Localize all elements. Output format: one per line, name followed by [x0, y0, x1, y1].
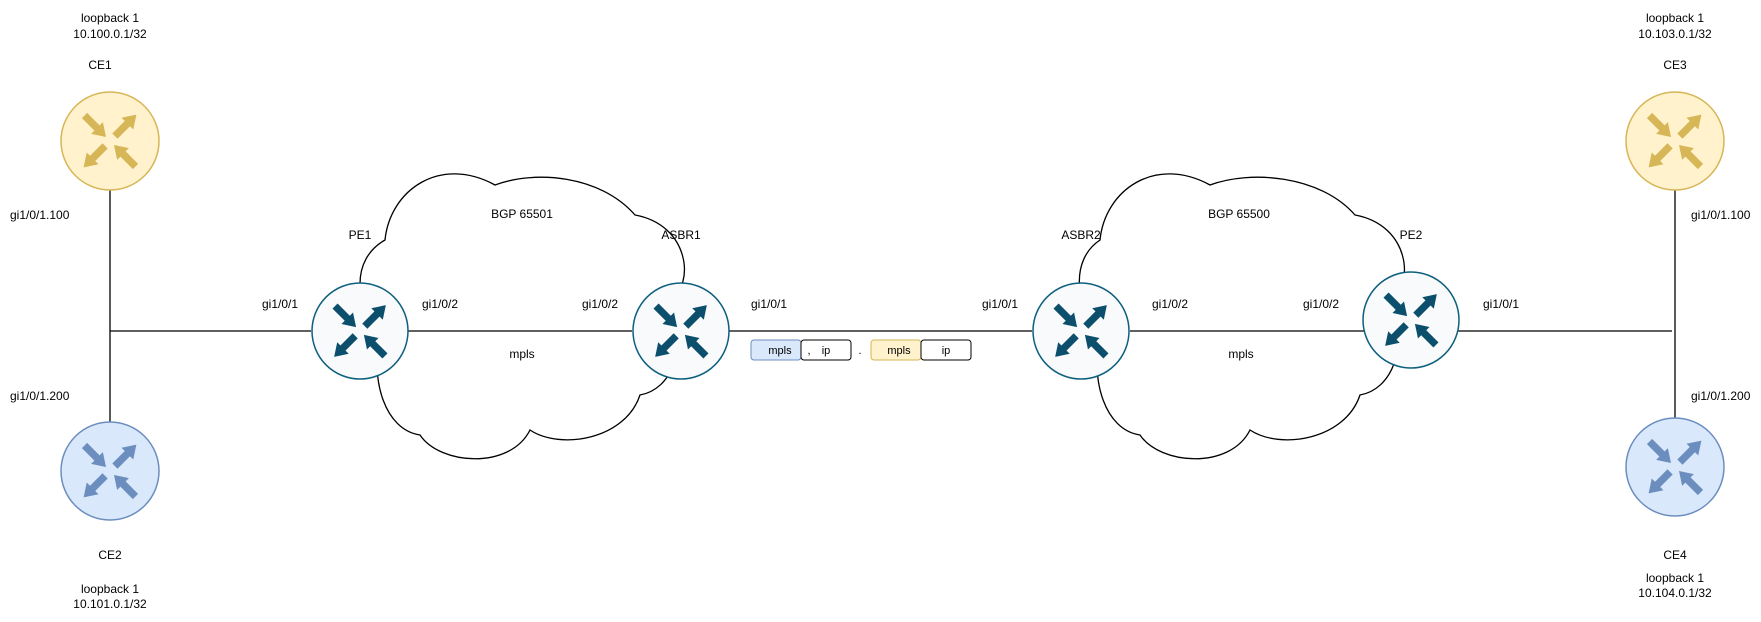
- router-body: [60, 421, 160, 521]
- pe2-router-icon[interactable]: [1362, 271, 1460, 369]
- asbr1-gi1-label: gi1/0/1: [751, 297, 787, 311]
- arrow-out-bottom-left-icon: [1648, 469, 1673, 494]
- asbr2-gi2-label: gi1/0/2: [1152, 297, 1188, 311]
- ce3-name-label: CE3: [1663, 58, 1687, 72]
- pe1-name-label: PE1: [349, 228, 372, 242]
- arrow-in-top-left-icon: [1383, 292, 1408, 317]
- arrow-in-bottom-right-icon: [684, 334, 709, 359]
- ce3-loopback-label: loopback 1: [1646, 11, 1704, 25]
- router-body: [60, 91, 160, 191]
- ce1-name-label: CE1: [88, 58, 112, 72]
- router-body: [1625, 91, 1725, 191]
- ce2-interface-label: gi1/0/1.200: [10, 389, 70, 403]
- ce3-interface-label: gi1/0/1.100: [1691, 208, 1751, 222]
- ce3-address-label: 10.103.0.1/32: [1638, 27, 1712, 41]
- label-chip-mpls-2-text: mpls: [887, 345, 911, 357]
- pe2-gi2-label: gi1/0/2: [1303, 297, 1339, 311]
- arrow-in-bottom-right-icon: [1678, 470, 1704, 496]
- ce1-loopback-label: loopback 1: [81, 11, 139, 25]
- router-body: [632, 282, 730, 380]
- asbr1-gi2-label: gi1/0/2: [582, 297, 618, 311]
- arrow-out-bottom-left-icon: [1648, 143, 1673, 168]
- arrow-out-bottom-left-icon: [1385, 322, 1409, 346]
- pe1-gi1-label: gi1/0/1: [262, 297, 298, 311]
- ce3-router-icon[interactable]: [1625, 91, 1725, 191]
- arrow-out-bottom-left-icon: [83, 143, 108, 168]
- arrow-in-top-left-icon: [653, 303, 678, 328]
- arrow-in-top-left-icon: [1646, 112, 1672, 138]
- arrow-in-top-left-icon: [332, 303, 357, 328]
- arrow-in-top-left-icon: [81, 442, 107, 468]
- label-chip-ip-2: [920, 339, 972, 361]
- router-body: [1362, 271, 1460, 369]
- ce1-address-label: 10.100.0.1/32: [73, 27, 147, 41]
- arrow-in-bottom-right-icon: [1084, 334, 1109, 359]
- arrow-in-top-left-icon: [1053, 303, 1078, 328]
- arrow-in-top-left-icon: [1646, 438, 1672, 464]
- label-chip-ip-1: [800, 339, 852, 361]
- arrow-out-bottom-left-icon: [655, 333, 679, 357]
- arrow-out-bottom-left-icon: [83, 473, 108, 498]
- ce4-name-label: CE4: [1663, 548, 1687, 562]
- ce4-loopback-label: loopback 1: [1646, 571, 1704, 585]
- ce2-address-label: 10.101.0.1/32: [73, 597, 147, 611]
- arrow-in-bottom-right-icon: [1414, 323, 1439, 348]
- arrow-out-top-right-icon: [683, 305, 707, 329]
- ce2-loopback-label: loopback 1: [81, 582, 139, 596]
- label-chip-between: .: [858, 345, 861, 357]
- arrow-out-top-right-icon: [112, 444, 137, 469]
- ce4-interface-label: gi1/0/1.200: [1691, 389, 1751, 403]
- right-cloud-bgp-label: BGP 65500: [1208, 207, 1270, 221]
- arrow-out-top-right-icon: [112, 114, 137, 139]
- arrow-out-top-right-icon: [1677, 440, 1702, 465]
- router-body: [1032, 282, 1130, 380]
- asbr2-router-icon[interactable]: [1032, 282, 1130, 380]
- arrow-out-bottom-left-icon: [1055, 333, 1079, 357]
- arrow-in-bottom-right-icon: [113, 474, 139, 500]
- asbr2-gi1-label: gi1/0/1: [982, 297, 1018, 311]
- pe2-name-label: PE2: [1400, 228, 1423, 242]
- arrow-in-bottom-right-icon: [113, 144, 139, 170]
- arrow-out-top-right-icon: [1413, 294, 1437, 318]
- arrow-in-bottom-right-icon: [1678, 144, 1704, 170]
- arrow-in-top-left-icon: [81, 112, 107, 138]
- asbr2-name-label: ASBR2: [1061, 228, 1101, 242]
- asbr1-name-label: ASBR1: [661, 228, 701, 242]
- pe1-gi2-label: gi1/0/2: [422, 297, 458, 311]
- label-chip-separator: ,: [807, 345, 810, 357]
- label-chip-mpls-1-text: mpls: [768, 345, 792, 357]
- pe1-router-icon[interactable]: [311, 282, 409, 380]
- arrow-out-top-right-icon: [1083, 305, 1107, 329]
- arrow-out-top-right-icon: [362, 305, 386, 329]
- asbr1-router-icon[interactable]: [632, 282, 730, 380]
- ce1-router-icon[interactable]: [60, 91, 160, 191]
- right-cloud-mpls-label: mpls: [1228, 347, 1253, 361]
- arrow-in-bottom-right-icon: [363, 334, 388, 359]
- arrow-out-top-right-icon: [1677, 114, 1702, 139]
- router-body: [311, 282, 409, 380]
- ce2-name-label: CE2: [98, 548, 122, 562]
- label-chip-ip-2-text: ip: [942, 345, 951, 357]
- ce2-router-icon[interactable]: [60, 421, 160, 521]
- arrow-out-bottom-left-icon: [334, 333, 358, 357]
- left-cloud-mpls-label: mpls: [509, 347, 534, 361]
- router-body: [1625, 417, 1725, 517]
- ce1-interface-label: gi1/0/1.100: [10, 208, 70, 222]
- ce4-router-icon[interactable]: [1625, 417, 1725, 517]
- ce4-address-label: 10.104.0.1/32: [1638, 586, 1712, 600]
- left-cloud-bgp-label: BGP 65501: [491, 207, 553, 221]
- label-chip-ip-1-text: ip: [822, 345, 831, 357]
- pe2-gi1-label: gi1/0/1: [1483, 297, 1519, 311]
